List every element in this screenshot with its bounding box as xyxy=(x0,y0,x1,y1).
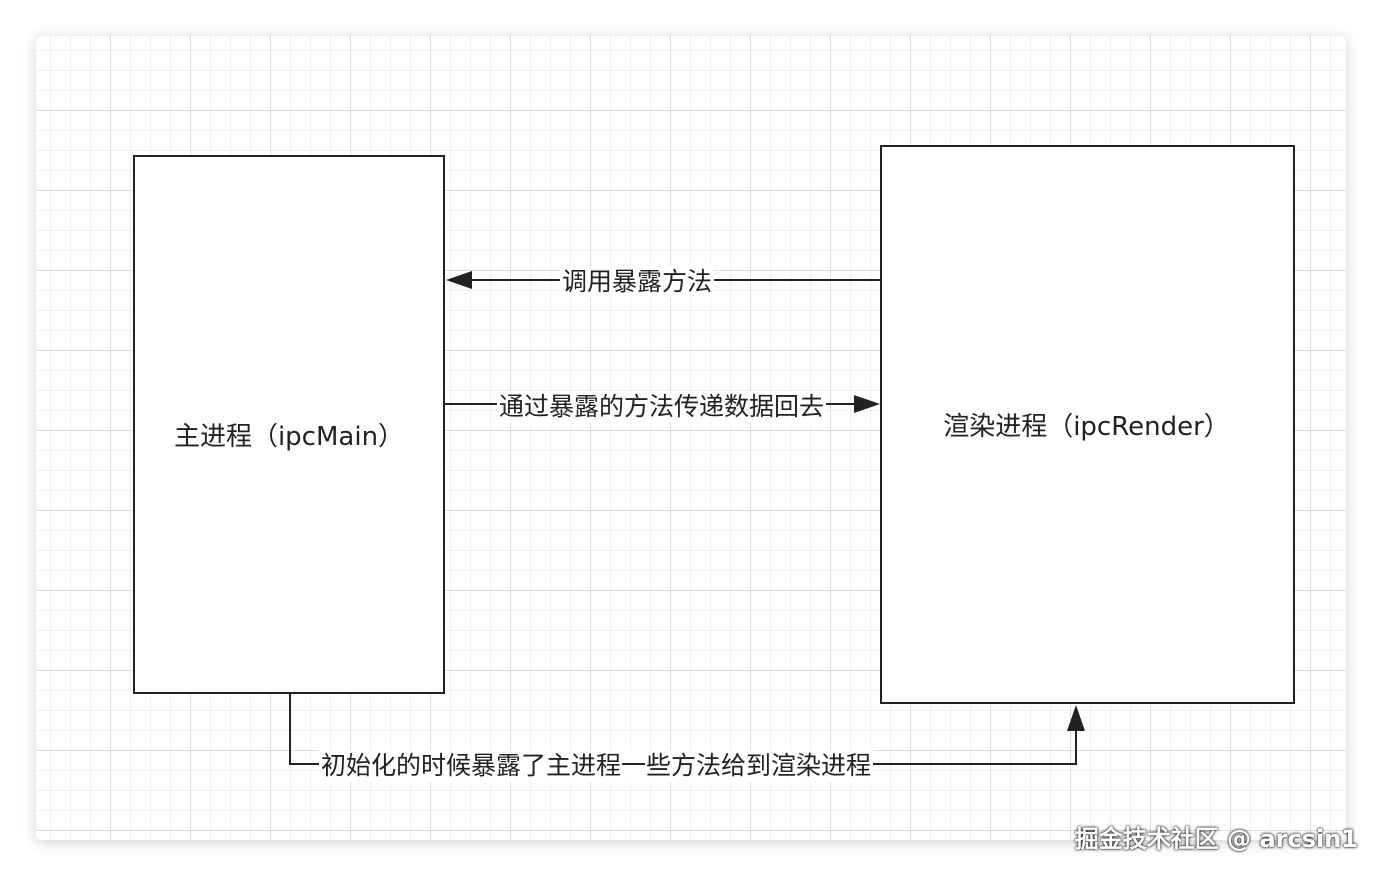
edge-init-arrowhead xyxy=(1067,705,1085,731)
edge-init-label: 初始化的时候暴露了主进程一些方法给到渲染进程 xyxy=(319,750,874,782)
render-process-node: 渲染进程（ipcRender） xyxy=(880,145,1295,704)
main-process-label: 主进程（ipcMain） xyxy=(173,422,405,452)
edge-return-label: 通过暴露的方法传递数据回去 xyxy=(497,391,827,423)
edge-call-arrowhead xyxy=(446,271,472,289)
render-process-label: 渲染进程（ipcRender） xyxy=(943,412,1230,442)
main-process-node: 主进程（ipcMain） xyxy=(133,155,445,694)
edge-return-arrowhead xyxy=(854,395,880,413)
edge-call-label: 调用暴露方法 xyxy=(560,266,715,298)
watermark: 掘金技术社区 @ arcsin1 xyxy=(1074,825,1358,853)
